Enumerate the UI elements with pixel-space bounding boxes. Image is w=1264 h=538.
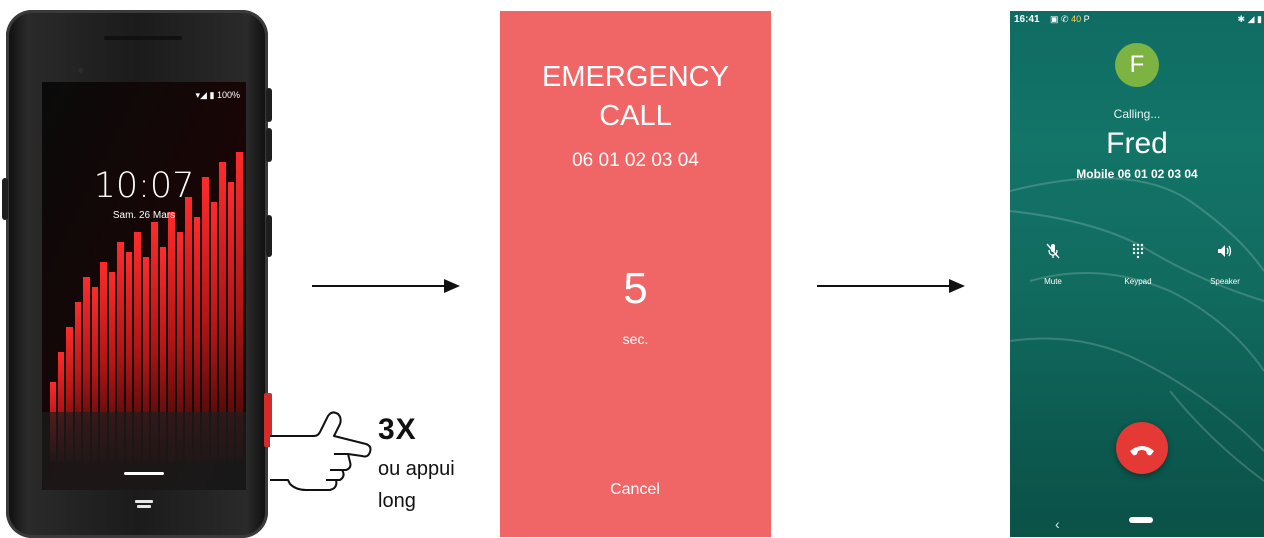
keypad-label: Keypad bbox=[1103, 277, 1173, 286]
status-icons: ✱ ◢ ▮ bbox=[1238, 14, 1262, 25]
emergency-call-screen: EMERGENCY CALL 06 01 02 03 04 5 sec. Can… bbox=[500, 11, 771, 537]
rugged-phone: ▾◢ ▮ 100% 10:07 Sam. 26 Mars bbox=[6, 10, 268, 538]
wifi-icon: ▾◢ bbox=[196, 90, 207, 100]
contact-avatar: F bbox=[1115, 43, 1159, 87]
speaker-label: Speaker bbox=[1190, 277, 1260, 286]
nav-home-pill[interactable] bbox=[1129, 517, 1153, 523]
dialpad-icon bbox=[1103, 243, 1173, 263]
mute-label: Mute bbox=[1018, 277, 1088, 286]
earpiece bbox=[104, 36, 182, 40]
status-time: 16:41 bbox=[1014, 14, 1040, 25]
cancel-button[interactable]: Cancel bbox=[585, 481, 685, 499]
emergency-number: 06 01 02 03 04 bbox=[500, 150, 771, 172]
emergency-title-line2: CALL bbox=[500, 100, 771, 133]
end-call-button[interactable] bbox=[1116, 422, 1168, 474]
emergency-title-line1: EMERGENCY bbox=[500, 61, 771, 94]
long-press-line2: long bbox=[378, 490, 416, 513]
call-icon: ✆ bbox=[1061, 14, 1069, 24]
countdown-value: 5 bbox=[500, 264, 771, 314]
notification-icons: ▣ ✆ 40 P bbox=[1050, 14, 1090, 25]
bluetooth-icon: ✱ bbox=[1238, 14, 1246, 24]
volume-down-button[interactable] bbox=[266, 128, 272, 162]
battery-icon: ▮ bbox=[1257, 14, 1262, 24]
parking-icon: P bbox=[1084, 14, 1090, 24]
calling-screen: 16:41 ▣ ✆ 40 P ✱ ◢ ▮ F Calling... Fred M… bbox=[1010, 11, 1264, 537]
arrow-right-icon bbox=[444, 279, 460, 293]
countdown-unit: sec. bbox=[500, 331, 771, 347]
contact-number: Mobile 06 01 02 03 04 bbox=[1010, 167, 1264, 181]
arrow-2 bbox=[817, 285, 951, 287]
lock-clock: 10:07 bbox=[42, 166, 246, 206]
volume-up-button[interactable] bbox=[266, 88, 272, 122]
battery-icon: ▮ bbox=[210, 90, 215, 100]
call-state: Calling... bbox=[1010, 107, 1264, 121]
status-indicator: 40 bbox=[1071, 14, 1081, 24]
mic-off-icon bbox=[1018, 243, 1088, 263]
home-gesture-bar[interactable] bbox=[124, 472, 164, 475]
front-camera bbox=[78, 68, 83, 73]
wallpaper-image bbox=[42, 82, 246, 490]
lock-screen: ▾◢ ▮ 100% 10:07 Sam. 26 Mars bbox=[42, 82, 246, 490]
contact-name: Fred bbox=[1010, 127, 1264, 161]
battery-level: 100% bbox=[217, 90, 240, 100]
lock-date: Sam. 26 Mars bbox=[42, 210, 246, 221]
nav-back-icon[interactable]: ‹ bbox=[1055, 516, 1060, 532]
status-bar: ▾◢ ▮ 100% bbox=[196, 90, 240, 101]
brand-logo-icon bbox=[135, 500, 153, 509]
speaker-icon bbox=[1190, 243, 1260, 263]
power-button[interactable] bbox=[266, 215, 272, 257]
arrow-1 bbox=[312, 285, 446, 287]
arrow-right-icon bbox=[949, 279, 965, 293]
side-button-left[interactable] bbox=[2, 178, 8, 220]
press-count: 3X bbox=[378, 413, 417, 447]
gallery-icon: ▣ bbox=[1050, 14, 1059, 24]
speaker-button[interactable]: Speaker bbox=[1190, 243, 1260, 286]
keypad-button[interactable]: Keypad bbox=[1103, 243, 1173, 286]
pointing-hand-icon bbox=[268, 410, 374, 500]
mute-button[interactable]: Mute bbox=[1018, 243, 1088, 286]
signal-icon: ◢ bbox=[1248, 14, 1255, 24]
long-press-line1: ou appui bbox=[378, 458, 455, 481]
hang-up-icon bbox=[1116, 422, 1168, 474]
